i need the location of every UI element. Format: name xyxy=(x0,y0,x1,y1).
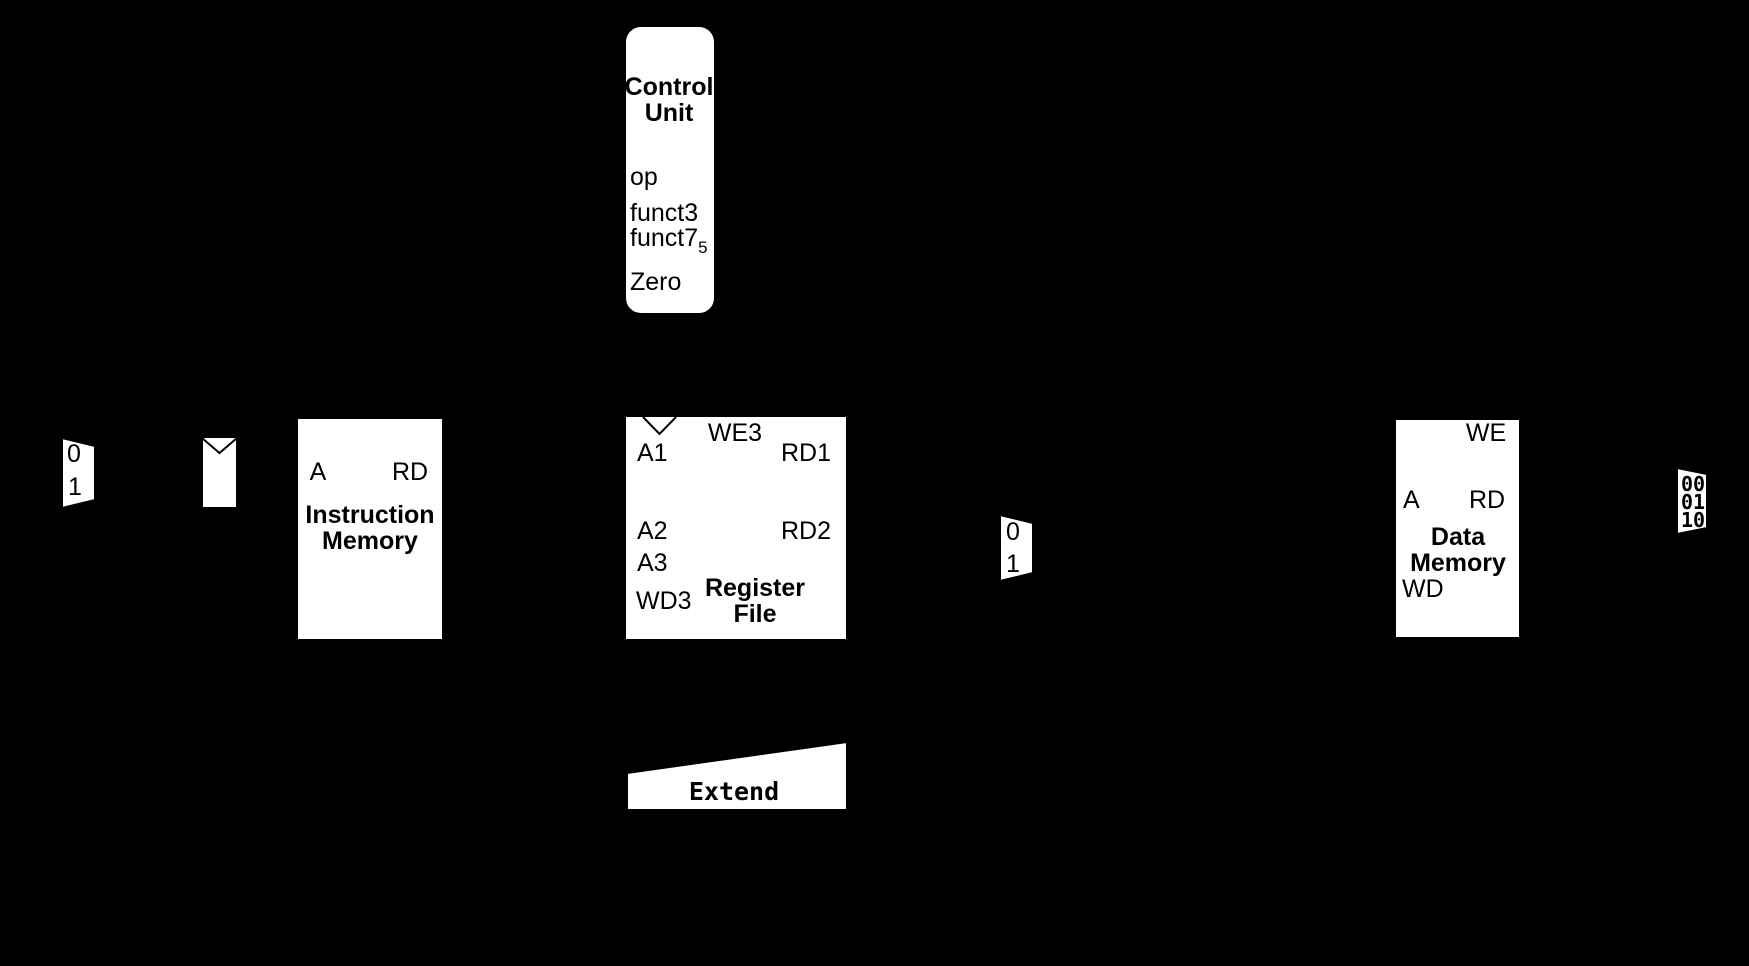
pc-register xyxy=(201,436,238,509)
clock-edge-icon xyxy=(642,416,677,436)
result-mux-shape xyxy=(1676,466,1708,536)
data-memory-port-we: WE xyxy=(1465,419,1507,447)
data-memory-port-a: A xyxy=(1403,486,1420,514)
pc-mux-option-1: 1 xyxy=(68,473,82,501)
register-file-port-a3: A3 xyxy=(637,549,668,577)
register-file-port-wd3: WD3 xyxy=(636,587,692,615)
register-file-port-rd1: RD1 xyxy=(780,439,832,467)
control-unit-signal-zero: Zero xyxy=(630,268,682,296)
register-file-port-a1: A1 xyxy=(637,439,668,467)
control-unit-title: Control Unit xyxy=(624,73,714,127)
register-file-port-we3: WE3 xyxy=(707,419,763,447)
instruction-memory-port-rd: RD xyxy=(391,458,429,486)
control-unit-signal-funct7: funct75 xyxy=(630,225,708,261)
funct7-label: funct7 xyxy=(630,224,699,252)
funct7-bit-subscript: 5 xyxy=(698,238,708,257)
pc-mux-option-0: 0 xyxy=(67,440,81,468)
control-unit-signal-funct3: funct3 xyxy=(630,199,699,227)
instruction-memory-port-a: A xyxy=(309,458,327,486)
control-unit-shape xyxy=(624,25,716,315)
data-memory-port-wd: WD xyxy=(1402,575,1444,603)
data-memory-title: Data Memory xyxy=(1410,523,1506,577)
register-file-title: Register File xyxy=(704,574,806,628)
clock-edge-icon xyxy=(201,437,238,455)
register-file-shape xyxy=(624,415,848,641)
result-mux-option-01: 01 xyxy=(1680,490,1706,514)
result-mux-option-00: 00 xyxy=(1680,472,1706,496)
data-memory-port-rd: RD xyxy=(1468,486,1506,514)
register-file-port-rd2: RD2 xyxy=(780,517,832,545)
result-mux-option-10: 10 xyxy=(1680,508,1706,532)
register-file-port-a2: A2 xyxy=(637,517,668,545)
data-memory-shape xyxy=(1394,418,1521,639)
control-unit-signal-op: op xyxy=(630,163,658,191)
pc-mux-shape xyxy=(61,436,96,510)
extend-title: Extend xyxy=(688,777,780,806)
extend-shape xyxy=(626,740,848,811)
instruction-memory-shape xyxy=(296,417,444,641)
alusrc-mux-option-0: 0 xyxy=(1006,518,1020,546)
instruction-memory-title: Instruction Memory xyxy=(305,501,435,555)
alusrc-mux-option-1: 1 xyxy=(1006,550,1020,578)
alusrc-mux-shape xyxy=(999,513,1034,583)
